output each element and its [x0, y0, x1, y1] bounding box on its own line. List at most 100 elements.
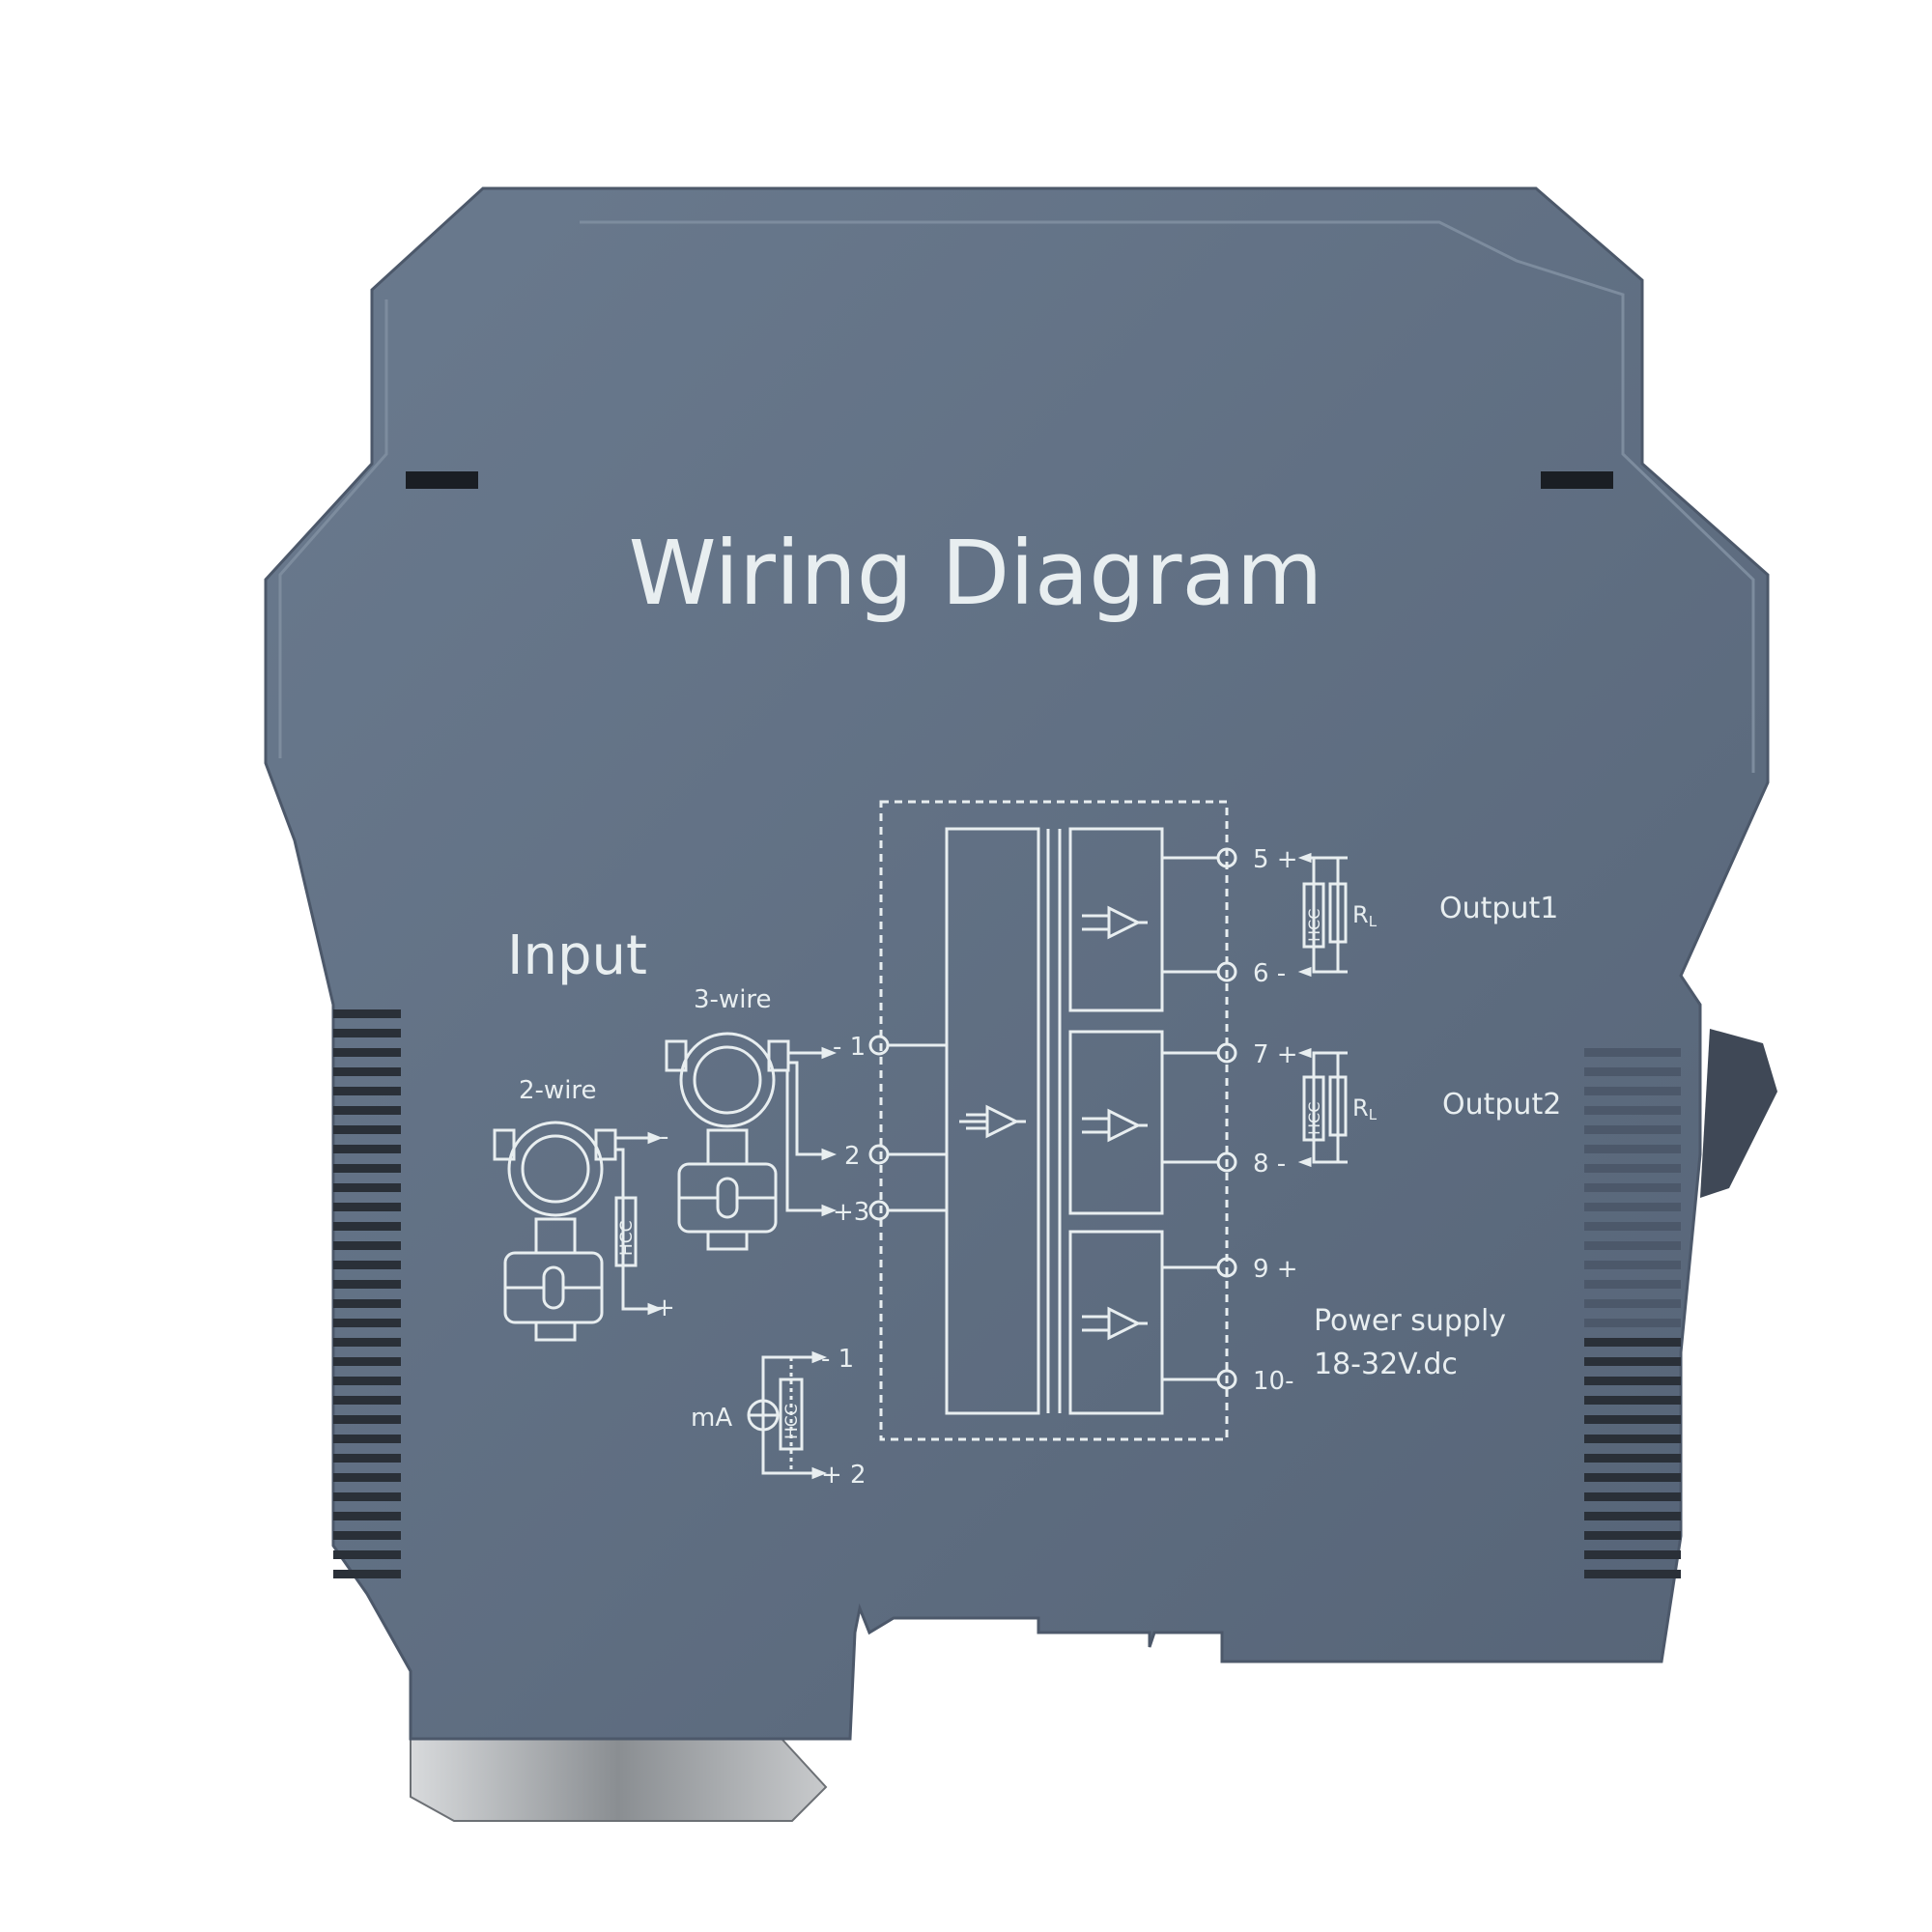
ma-terminal-2-label: + 2	[821, 1461, 867, 1490]
vent-slat	[333, 1531, 401, 1540]
slot-right	[1541, 471, 1613, 489]
vent-slat	[333, 1183, 401, 1192]
vent-slat	[333, 1570, 401, 1578]
vent-slat	[1584, 1145, 1681, 1153]
amplifier-power-icon	[1082, 1306, 1148, 1341]
ma-terminal-1-label: - 1	[821, 1345, 854, 1374]
terminal-3-label: +3	[833, 1198, 869, 1227]
output2-block	[1068, 1030, 1164, 1215]
terminal-9	[1216, 1257, 1237, 1278]
vent-slat	[333, 1203, 401, 1211]
vent-slat	[333, 1164, 401, 1173]
vent-slat	[1584, 1106, 1681, 1115]
vent-slat	[333, 1492, 401, 1501]
vent-slat	[333, 1454, 401, 1463]
slot-left	[406, 471, 478, 489]
vent-slat	[1584, 1261, 1681, 1269]
vent-slat	[1584, 1377, 1681, 1385]
amplifier-output2-icon	[1082, 1108, 1148, 1143]
rl-output2-label: RL	[1352, 1094, 1378, 1123]
vent-slat	[333, 1029, 401, 1037]
vent-slat	[333, 1415, 401, 1424]
vent-slat	[333, 1377, 401, 1385]
vent-grille-left	[333, 1009, 401, 1578]
vent-grille-right	[1584, 1048, 1681, 1578]
vent-slat	[333, 1125, 401, 1134]
vent-slat	[1584, 1473, 1681, 1482]
vent-slat	[1584, 1550, 1681, 1559]
vent-slat	[333, 1299, 401, 1308]
ma-source-icon	[747, 1350, 828, 1480]
hcc-2wire-label: HCC	[617, 1220, 637, 1256]
vent-slat	[1584, 1512, 1681, 1520]
amplifier-input-icon	[959, 1104, 1026, 1139]
terminal-7	[1216, 1042, 1237, 1064]
vent-slat	[1584, 1048, 1681, 1057]
terminal-8-label: 8 -	[1253, 1150, 1286, 1179]
terminal-6-label: 6 -	[1253, 959, 1286, 988]
terminal-2-label: 2	[844, 1142, 861, 1171]
vent-slat	[1584, 1087, 1681, 1095]
vent-slat	[333, 1048, 401, 1057]
vent-slat	[1584, 1492, 1681, 1501]
vent-slat	[333, 1512, 401, 1520]
side-latch	[1700, 1029, 1777, 1198]
hcc-output2-label: HCC	[1305, 1102, 1323, 1135]
terminal-10-label: 10-	[1253, 1367, 1293, 1396]
vent-slat	[333, 1396, 401, 1405]
terminal-2	[868, 1144, 890, 1165]
two-wire-minus-label: -	[660, 1122, 668, 1151]
output1-load-icon	[1297, 852, 1348, 978]
vent-slat	[1584, 1067, 1681, 1076]
vent-slat	[333, 1222, 401, 1231]
vent-slat	[1584, 1241, 1681, 1250]
power-block	[1068, 1230, 1164, 1415]
isolation-block	[945, 827, 1040, 1415]
vent-slat	[1584, 1280, 1681, 1289]
vent-slat	[333, 1067, 401, 1076]
hcc-ma-label: HCC	[782, 1404, 802, 1439]
vent-slat	[333, 1473, 401, 1482]
vent-slat	[1584, 1435, 1681, 1443]
terminal-1-label: - 1	[833, 1033, 866, 1062]
vent-slat	[1584, 1454, 1681, 1463]
vent-slat	[333, 1435, 401, 1443]
two-wire-transmitter-icon	[493, 1121, 664, 1342]
page-title: Wiring Diagram	[629, 522, 1323, 625]
terminal-9-label: 9 +	[1253, 1255, 1298, 1284]
power-voltage-label: 18-32V.dc	[1314, 1348, 1458, 1381]
vent-slat	[1584, 1183, 1681, 1192]
input-heading: Input	[507, 924, 647, 987]
terminal-1	[868, 1035, 890, 1056]
circuit-boundary	[879, 800, 1229, 1441]
vent-slat	[1584, 1357, 1681, 1366]
vent-slat	[1584, 1203, 1681, 1211]
vent-slat	[1584, 1570, 1681, 1578]
vent-slat	[1584, 1164, 1681, 1173]
output1-label: Output1	[1439, 892, 1558, 925]
terminal-10	[1216, 1369, 1237, 1390]
vent-slat	[1584, 1222, 1681, 1231]
housing-bevel	[580, 220, 1755, 773]
vent-slat	[333, 1338, 401, 1347]
vent-slat	[333, 1550, 401, 1559]
vent-slat	[1584, 1396, 1681, 1405]
vent-slat	[333, 1241, 401, 1250]
output2-load-icon	[1297, 1047, 1348, 1168]
vent-slat	[1584, 1531, 1681, 1540]
terminal-5	[1216, 847, 1237, 868]
vent-slat	[1584, 1415, 1681, 1424]
terminal-7-label: 7 +	[1253, 1040, 1298, 1069]
hcc-output1-label: HCC	[1305, 909, 1323, 942]
output2-label: Output2	[1442, 1088, 1561, 1122]
terminal-3	[868, 1200, 890, 1221]
vent-slat	[1584, 1319, 1681, 1327]
vent-slat	[1584, 1338, 1681, 1347]
two-wire-label: 2-wire	[519, 1076, 597, 1105]
vent-slat	[333, 1009, 401, 1018]
terminal-8	[1216, 1151, 1237, 1173]
housing	[264, 186, 1770, 1741]
vent-slat	[333, 1319, 401, 1327]
amplifier-output1-icon	[1082, 905, 1148, 940]
three-wire-label: 3-wire	[694, 985, 772, 1014]
